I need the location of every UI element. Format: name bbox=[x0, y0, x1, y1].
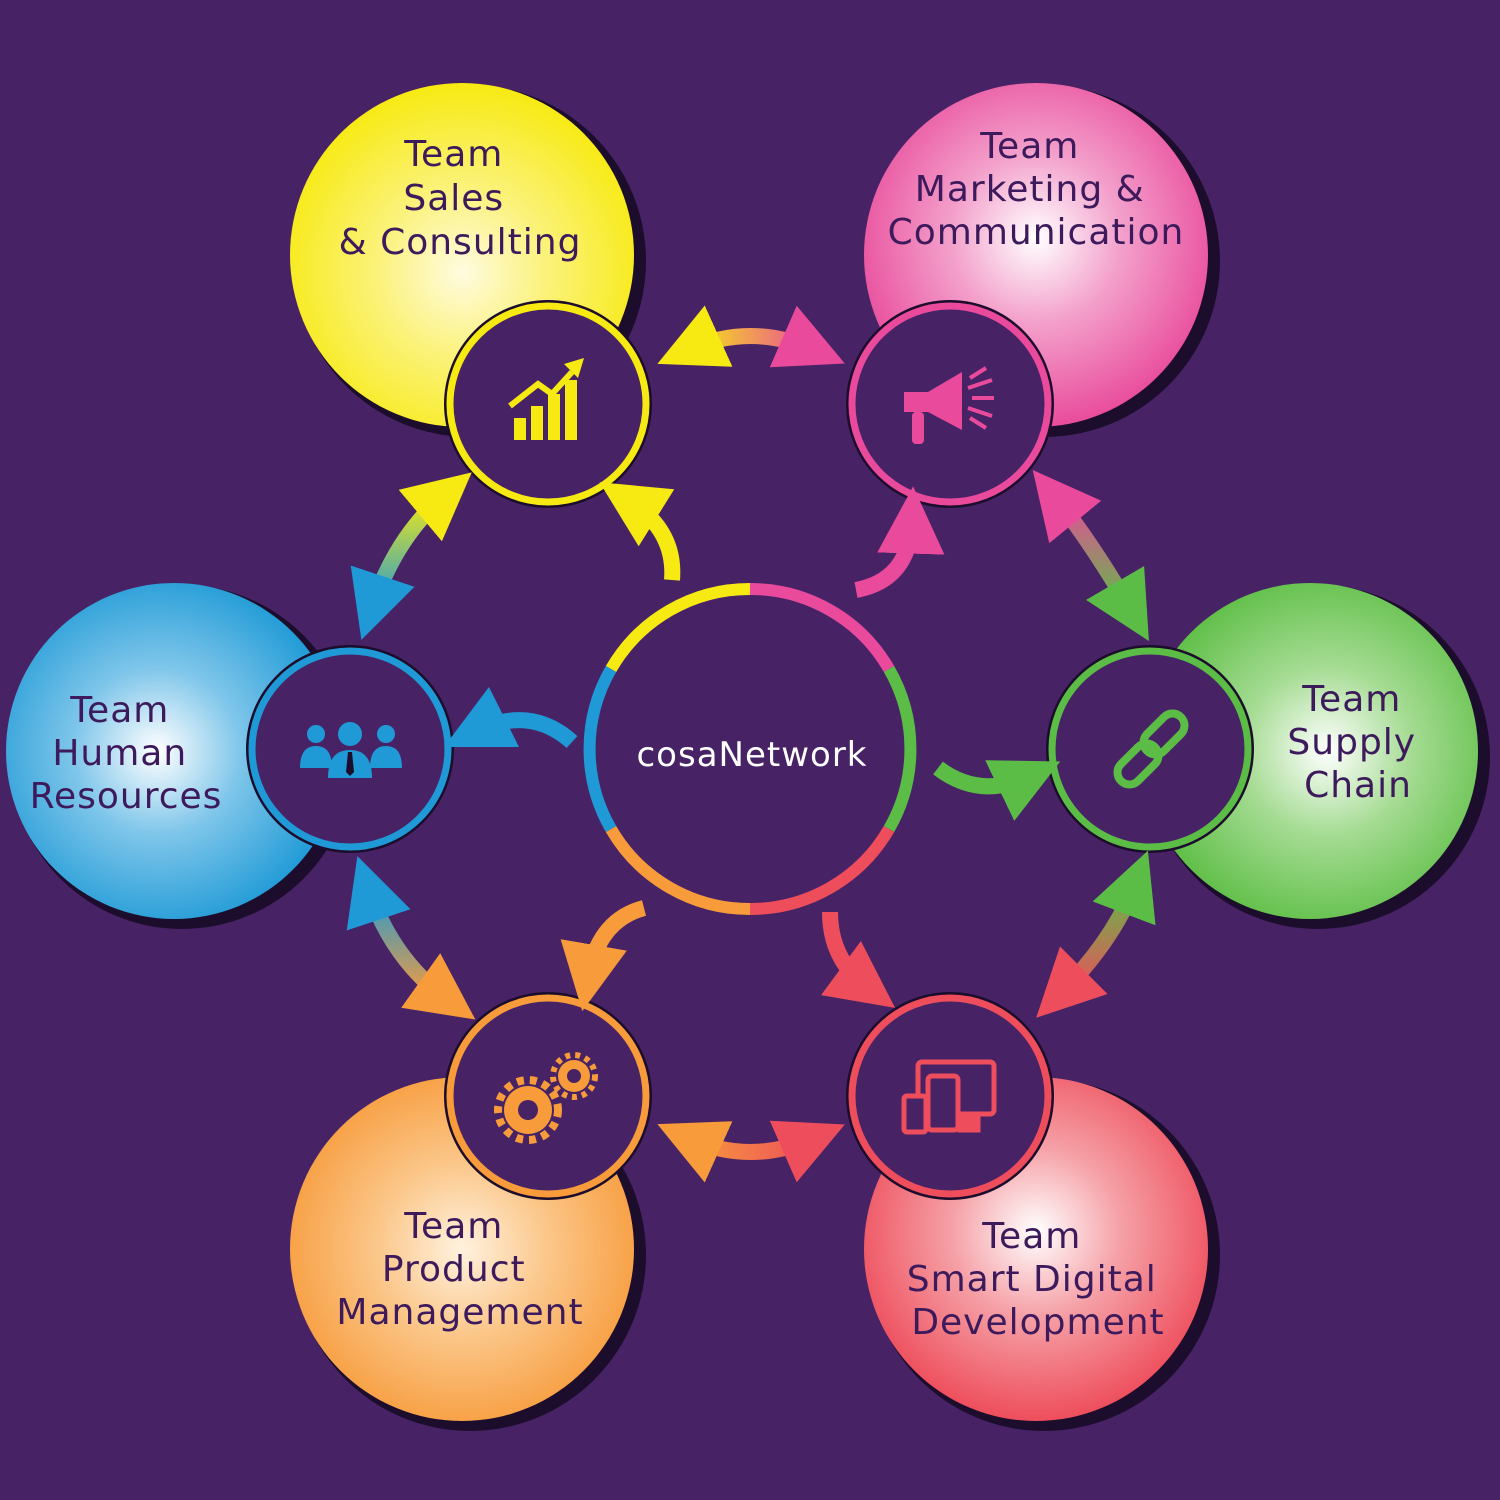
team-label-product-line-2: Product bbox=[382, 1249, 526, 1290]
arrow-center-to-hr bbox=[443, 686, 578, 749]
team-label-digital-line-3: Development bbox=[911, 1302, 1164, 1343]
arrow-center-to-product bbox=[560, 900, 647, 1012]
team-label-sales-line-2: Sales bbox=[403, 178, 504, 219]
team-label-marketing-line-2: Marketing & bbox=[915, 169, 1145, 210]
devices-icon bbox=[901, 1059, 997, 1135]
megaphone-icon bbox=[904, 366, 994, 444]
team-label-sales-line-1: Team bbox=[403, 134, 503, 175]
team-label-hr-line-3: Resources bbox=[30, 776, 223, 817]
team-label-supply-line-3: Chain bbox=[1304, 765, 1412, 806]
team-label-sales: Team Sales & Consulting bbox=[339, 134, 582, 263]
team-disc-hr bbox=[6, 583, 354, 929]
arrow-marketing-supply bbox=[1032, 469, 1149, 642]
team-people-icon bbox=[300, 722, 402, 778]
growth-chart-icon bbox=[508, 358, 584, 440]
team-label-product: Team Product Management bbox=[336, 1206, 583, 1333]
team-label-marketing: Team Marketing & Communication bbox=[888, 126, 1185, 253]
arrow-center-to-sales bbox=[599, 482, 681, 581]
team-label-digital-line-2: Smart Digital bbox=[907, 1259, 1157, 1300]
team-label-supply-line-2: Supply bbox=[1287, 722, 1416, 763]
team-label-supply-line-1: Team bbox=[1301, 679, 1401, 720]
team-label-product-line-3: Management bbox=[336, 1292, 583, 1333]
team-label-hr: Team Human Resources bbox=[30, 690, 223, 817]
arrow-sales-hr bbox=[350, 472, 472, 640]
team-label-sales-line-3: & Consulting bbox=[339, 222, 582, 263]
icon-ring-hr bbox=[246, 645, 454, 853]
team-label-hr-line-2: Human bbox=[52, 733, 187, 774]
gears-icon bbox=[494, 1052, 598, 1144]
team-label-marketing-line-3: Communication bbox=[888, 212, 1185, 253]
team-label-hr-line-1: Team bbox=[69, 690, 169, 731]
team-disc-supply bbox=[1142, 583, 1490, 929]
arrow-product-digital bbox=[657, 1120, 845, 1183]
team-label-product-line-1: Team bbox=[403, 1206, 503, 1247]
team-label-digital-line-1: Team bbox=[981, 1216, 1081, 1257]
team-label-marketing-line-1: Team bbox=[979, 126, 1079, 167]
center-label: cosaNetwork bbox=[636, 735, 867, 775]
team-label-digital: Team Smart Digital Development bbox=[907, 1216, 1170, 1343]
arrow-center-to-marketing bbox=[854, 486, 945, 598]
arrow-supply-digital bbox=[1036, 850, 1156, 1018]
team-label-supply: Team Supply Chain bbox=[1287, 679, 1428, 806]
icon-ring-product bbox=[444, 992, 652, 1200]
center-hub: cosaNetwork bbox=[583, 582, 917, 916]
arrow-center-to-supply bbox=[933, 760, 1061, 821]
arrow-center-to-digital bbox=[821, 911, 896, 1008]
arrow-sales-marketing bbox=[657, 305, 845, 368]
chain-link-icon bbox=[1113, 709, 1189, 789]
arrow-hr-product bbox=[346, 856, 476, 1020]
